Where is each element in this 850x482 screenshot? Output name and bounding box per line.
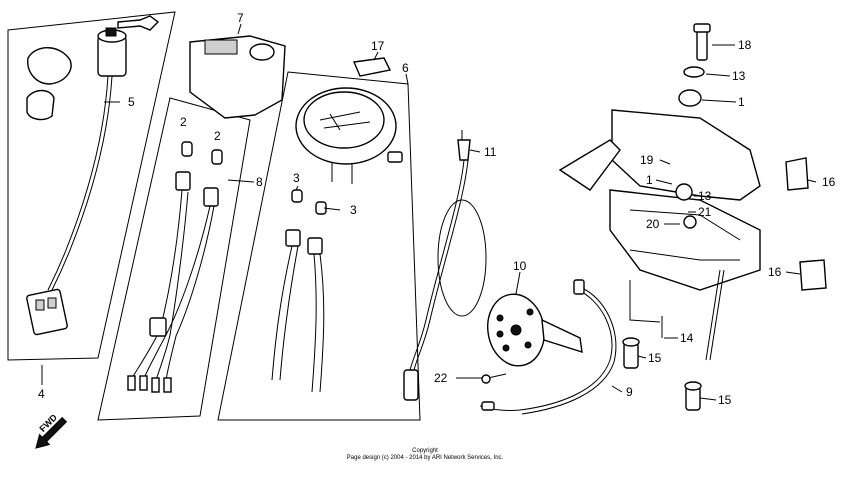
horn [481,293,583,384]
callout-3-lower: 3 [350,203,357,217]
callout-16-upper: 16 [822,175,836,189]
callout-21: 21 [698,205,712,219]
callout-15-upper: 15 [648,351,662,365]
leader-lines [104,23,817,401]
callout-3-upper: 3 [293,171,300,185]
panel-ignition-switch [7,11,176,385]
callout-13-upper: 13 [732,69,746,83]
callout-17: 17 [371,39,385,53]
headlight-bracket [558,109,761,361]
callout-4: 4 [38,387,45,401]
callout-13-lower: 13 [698,189,712,203]
rubber-16-b [799,259,827,291]
callout-10: 10 [513,259,527,273]
callout-1-lower: 1 [646,173,653,187]
callout-15-lower: 15 [718,393,732,407]
callout-14: 14 [680,331,694,345]
speedometer-cable [403,130,487,401]
bolt-stack [678,23,711,107]
callout-6: 6 [402,61,409,75]
rubber-16-a [785,157,809,191]
callout-18: 18 [738,38,752,52]
callout-11: 11 [484,145,497,159]
horn-wire [479,279,617,415]
callout-20: 20 [646,217,660,231]
callout-2-right: 2 [214,129,221,143]
callout-19: 19 [640,153,654,167]
footer-copyright: Copyright [412,448,438,454]
callouts: 1 1 2 2 3 3 4 5 6 7 8 9 10 11 13 13 14 1… [38,11,836,407]
callout-8: 8 [256,175,263,189]
collars-15 [622,337,702,411]
callout-7: 7 [237,11,244,25]
callout-5: 5 [128,95,135,109]
forward-direction-arrow: FWD [35,412,68,449]
callout-9: 9 [626,385,633,399]
panel-harness [97,97,251,421]
meter-case [189,35,286,119]
panel-speedometer [217,71,421,421]
footer-page-design: Page design (c) 2004 - 2014 by ARI Netwo… [347,455,504,461]
part-17-pad [352,57,392,77]
callout-16-lower: 16 [768,265,782,279]
callout-22: 22 [434,371,448,385]
callout-1-upper: 1 [738,95,745,109]
callout-2-left: 2 [180,115,187,129]
